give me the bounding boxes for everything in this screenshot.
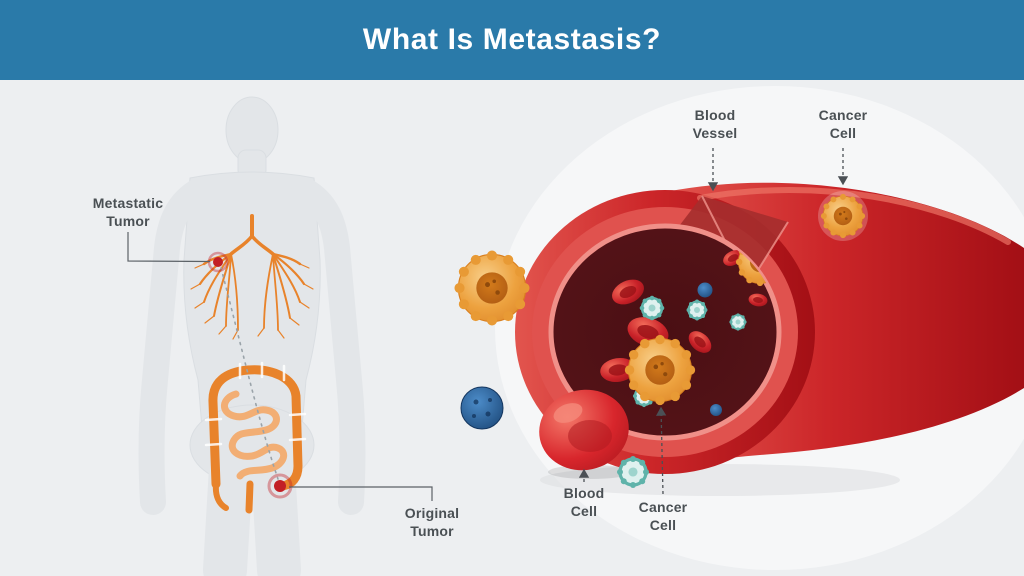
teal-cell	[728, 312, 748, 332]
teal-cell	[685, 298, 709, 322]
cancer-cell-on-vessel-top	[818, 191, 868, 241]
teal-cell	[638, 294, 666, 322]
metastatic-tumor-label: Metastatic Tumor	[92, 195, 164, 230]
blue-cell-large	[460, 386, 504, 430]
original-tumor-label: Original Tumor	[404, 505, 460, 540]
metastatic-tumor-dot	[213, 257, 223, 267]
blue-cell-small	[710, 404, 722, 416]
illustration-svg	[127, 86, 1024, 576]
blood-vessel-label: Blood Vessel	[692, 107, 738, 142]
tumor-annotations	[127, 232, 433, 501]
metastasis-path-dotted-line	[220, 267, 279, 480]
original-tumor-dot	[274, 480, 286, 492]
blood-cell-large	[539, 389, 632, 479]
metastatic-tumor-leader-line	[127, 232, 211, 263]
blue-cell-small	[697, 282, 713, 298]
cancer-cell-top-label: Cancer Cell	[818, 107, 868, 142]
blood-vessel-illustration	[453, 182, 1024, 496]
title-bar: What Is Metastasis?	[0, 0, 1024, 80]
vessel-cut-notch	[670, 196, 788, 286]
page-title: What Is Metastasis?	[362, 23, 662, 56]
cells-inside-vessel	[598, 237, 779, 416]
cancer-cell-bottom-label: Cancer Cell	[638, 499, 688, 534]
cancer-cell-bottom-arrow	[655, 406, 667, 495]
blood-cell-label: Blood Cell	[563, 485, 605, 520]
illustration-canvas: Metastatic Tumor Original Tumor Blood Ve…	[0, 80, 1024, 576]
annotation-arrows	[578, 148, 849, 495]
lungs-illustration	[190, 214, 314, 340]
intestines-illustration	[204, 361, 307, 514]
original-tumor-leader-line	[289, 486, 433, 501]
